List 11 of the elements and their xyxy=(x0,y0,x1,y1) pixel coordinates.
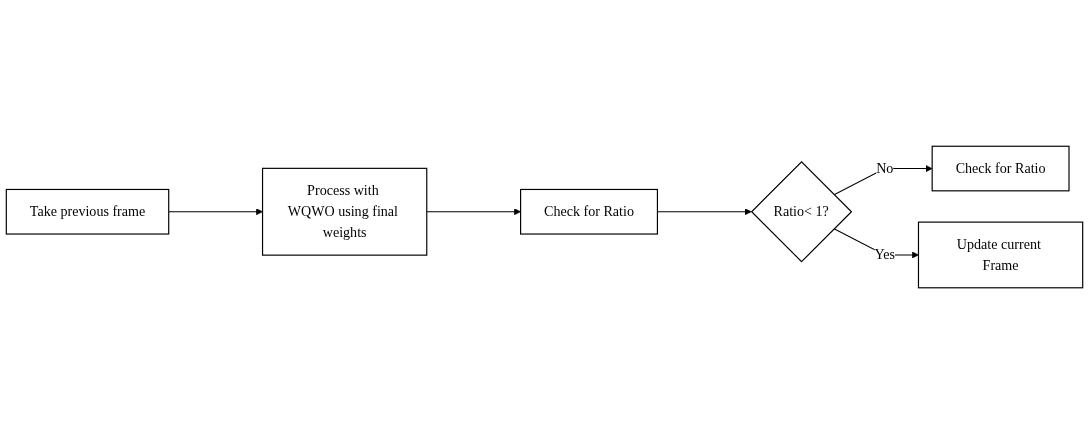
node-box: Check for Ratio xyxy=(520,188,658,235)
node-diamond: Ratio< 1? xyxy=(750,161,853,263)
edge-label: Yes xyxy=(874,246,896,263)
node-box: Update current Frame xyxy=(917,221,1084,289)
node-box: Check for Ratio xyxy=(931,145,1070,192)
node-box: Take previous frame xyxy=(5,188,170,235)
edge-label: No xyxy=(876,160,894,176)
arrow xyxy=(426,208,521,216)
arrow xyxy=(168,208,263,216)
arrow xyxy=(833,165,933,196)
node-box: Process with WQWO using final weights xyxy=(261,167,428,256)
